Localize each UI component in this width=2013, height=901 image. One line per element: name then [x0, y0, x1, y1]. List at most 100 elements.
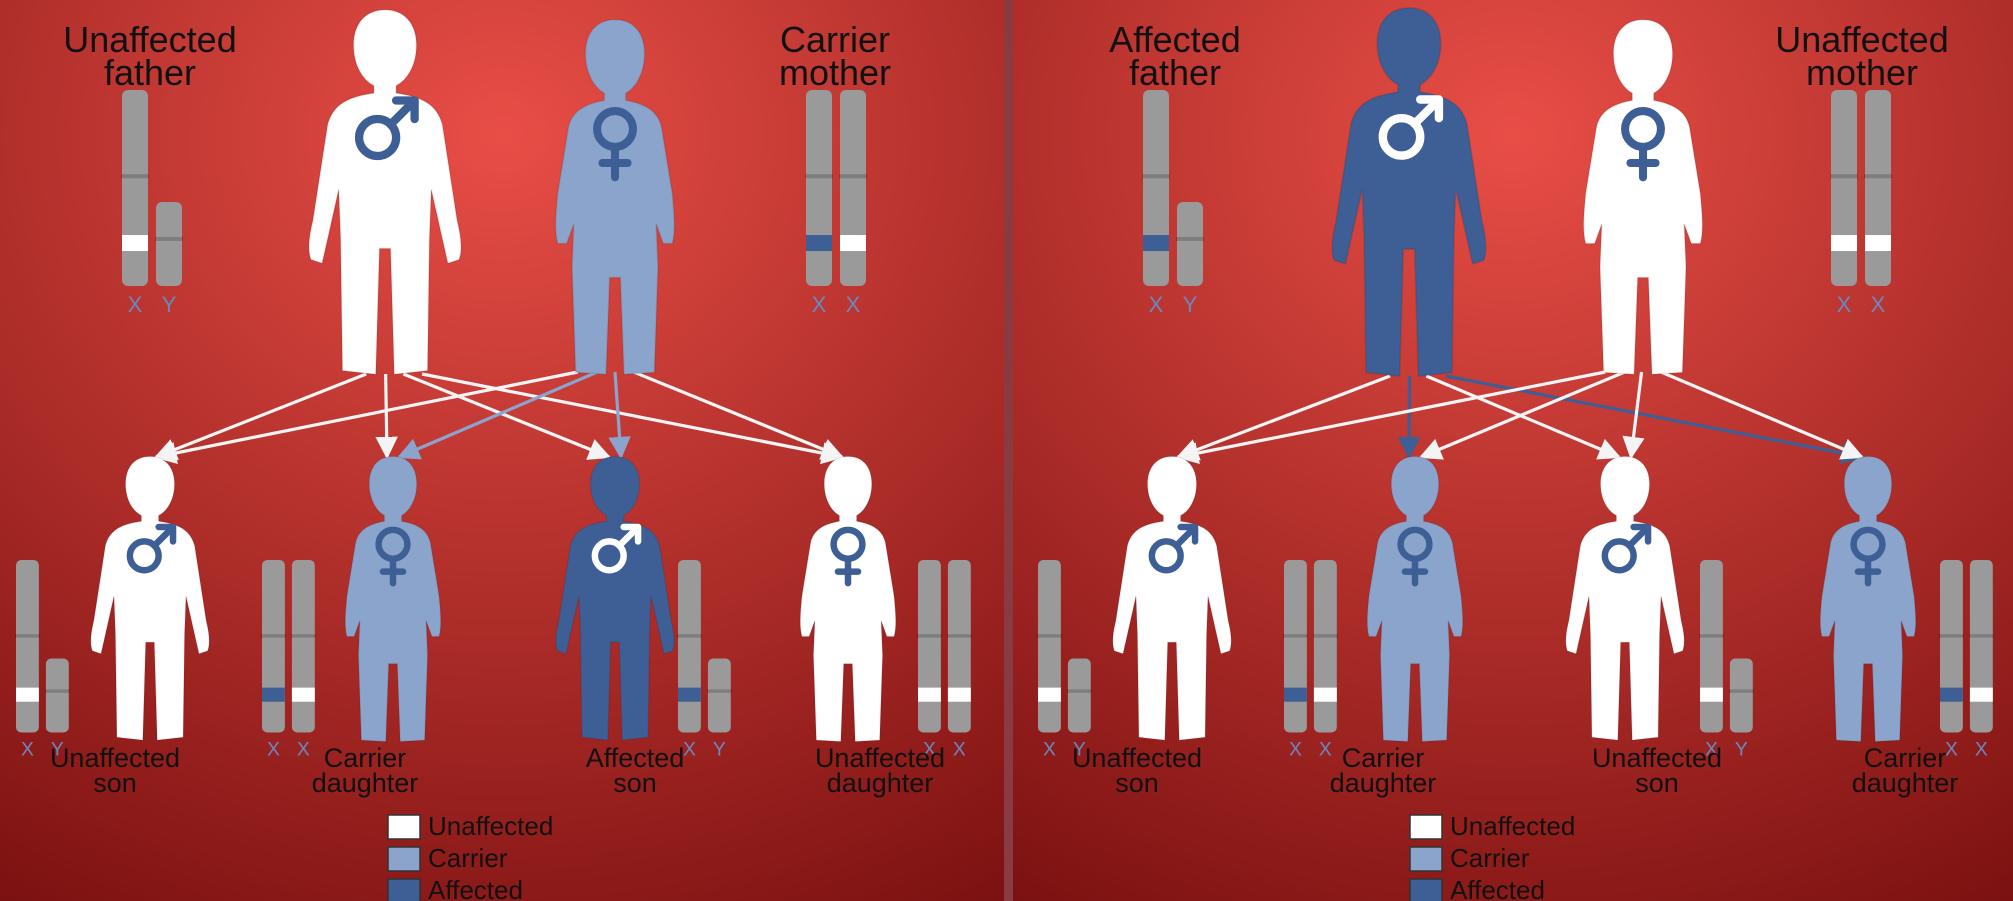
- label-line-2: son: [1115, 768, 1159, 798]
- label-line-2: father: [104, 52, 196, 93]
- x-chromosome: [678, 560, 701, 732]
- x-marker-unaffected: [292, 688, 315, 702]
- x-chromosome: [1865, 90, 1891, 286]
- y-chromosome: [1068, 659, 1091, 733]
- x-marker-unaffected: [948, 688, 971, 702]
- x-chromosome: [262, 560, 285, 732]
- x-chromosome: [16, 560, 39, 732]
- child-label-4: Carrierdaughter: [1852, 743, 1959, 798]
- x-marker-unaffected: [122, 235, 148, 251]
- centromere: [1283, 634, 1308, 638]
- x-marker-affected: [1940, 688, 1963, 702]
- legend-swatch-affected: [388, 879, 420, 901]
- centromere: [805, 174, 833, 178]
- x-marker-unaffected: [840, 235, 866, 251]
- x-chromosome: [948, 560, 971, 732]
- centromere: [1313, 634, 1338, 638]
- label-line-2: daughter: [1852, 768, 1959, 798]
- x-chromosome: [806, 90, 832, 286]
- x-chromosome: [122, 90, 148, 286]
- chromosome-label: X: [297, 738, 310, 760]
- x-marker-affected: [678, 688, 701, 702]
- centromere: [1729, 689, 1754, 693]
- legend-swatch-unaffected: [388, 815, 420, 839]
- centromere: [1142, 174, 1170, 178]
- centromere: [1176, 237, 1204, 241]
- centromere: [677, 634, 702, 638]
- x-chromosome: [918, 560, 941, 732]
- x-marker-affected: [1143, 235, 1169, 251]
- centromere: [1969, 634, 1994, 638]
- centromere: [947, 634, 972, 638]
- x-chromosome: [1700, 560, 1723, 732]
- centromere: [1864, 174, 1892, 178]
- child-label-4: Unaffecteddaughter: [815, 743, 945, 798]
- x-marker-affected: [262, 688, 285, 702]
- chromosome-label: X: [21, 738, 34, 760]
- centromere: [15, 634, 40, 638]
- chromosome-label: Y: [1183, 292, 1198, 317]
- label-line-2: son: [1635, 768, 1679, 798]
- chromosome-label: X: [1149, 292, 1164, 317]
- centromere: [1939, 634, 1964, 638]
- chromosome-label: X: [1945, 738, 1958, 760]
- y-chromosome: [1177, 202, 1203, 286]
- y-chromosome: [708, 659, 731, 733]
- chromosome-label: X: [128, 292, 143, 317]
- centromere: [1699, 634, 1724, 638]
- x-chromosome: [1970, 560, 1993, 732]
- centromere: [291, 634, 316, 638]
- x-marker-unaffected: [918, 688, 941, 702]
- chromosome-label: X: [1289, 738, 1302, 760]
- x-chromosome: [1314, 560, 1337, 732]
- x-chromosome: [1940, 560, 1963, 732]
- x-marker-unaffected: [1700, 688, 1723, 702]
- x-marker-unaffected: [1831, 235, 1857, 251]
- x-marker-unaffected: [16, 688, 39, 702]
- chromosome-label: X: [846, 292, 861, 317]
- x-marker-affected: [806, 235, 832, 251]
- label-line-2: mother: [779, 52, 891, 93]
- chromosome-label: X: [1043, 738, 1056, 760]
- chromosome-label: X: [683, 738, 696, 760]
- x-chromosome: [292, 560, 315, 732]
- chromosome-label: Y: [162, 292, 177, 317]
- label-line-2: father: [1129, 52, 1221, 93]
- chromosome-label: X: [812, 292, 827, 317]
- label-line-2: daughter: [312, 768, 419, 798]
- centromere: [917, 634, 942, 638]
- chromosome-label: X: [267, 738, 280, 760]
- chromosome-label: Y: [713, 738, 726, 760]
- x-marker-unaffected: [1038, 688, 1061, 702]
- x-chromosome: [1038, 560, 1061, 732]
- x-chromosome: [1831, 90, 1857, 286]
- chromosome-label: X: [953, 738, 966, 760]
- centromere: [839, 174, 867, 178]
- child-label-2: Carrierdaughter: [312, 743, 419, 798]
- y-chromosome: [1730, 659, 1753, 733]
- legend-label-carrier: Carrier: [1450, 843, 1530, 873]
- y-chromosome: [46, 659, 69, 733]
- x-marker-unaffected: [1865, 235, 1891, 251]
- centromere: [1067, 689, 1092, 693]
- x-marker-affected: [1284, 688, 1307, 702]
- centromere: [1830, 174, 1858, 178]
- legend-label-affected: Affected: [428, 875, 523, 901]
- label-line-2: daughter: [1330, 768, 1437, 798]
- panel-divider: [1004, 0, 1013, 901]
- label-line-2: mother: [1806, 52, 1918, 93]
- x-marker-unaffected: [1314, 688, 1337, 702]
- chromosome-label: X: [1319, 738, 1332, 760]
- centromere: [155, 237, 183, 241]
- chromosome-label: X: [1871, 292, 1886, 317]
- label-line-2: son: [93, 768, 137, 798]
- x-chromosome: [1143, 90, 1169, 286]
- x-chromosome: [840, 90, 866, 286]
- centromere: [261, 634, 286, 638]
- centromere: [121, 174, 149, 178]
- legend-label-carrier: Carrier: [428, 843, 508, 873]
- chromosome-label: X: [1975, 738, 1988, 760]
